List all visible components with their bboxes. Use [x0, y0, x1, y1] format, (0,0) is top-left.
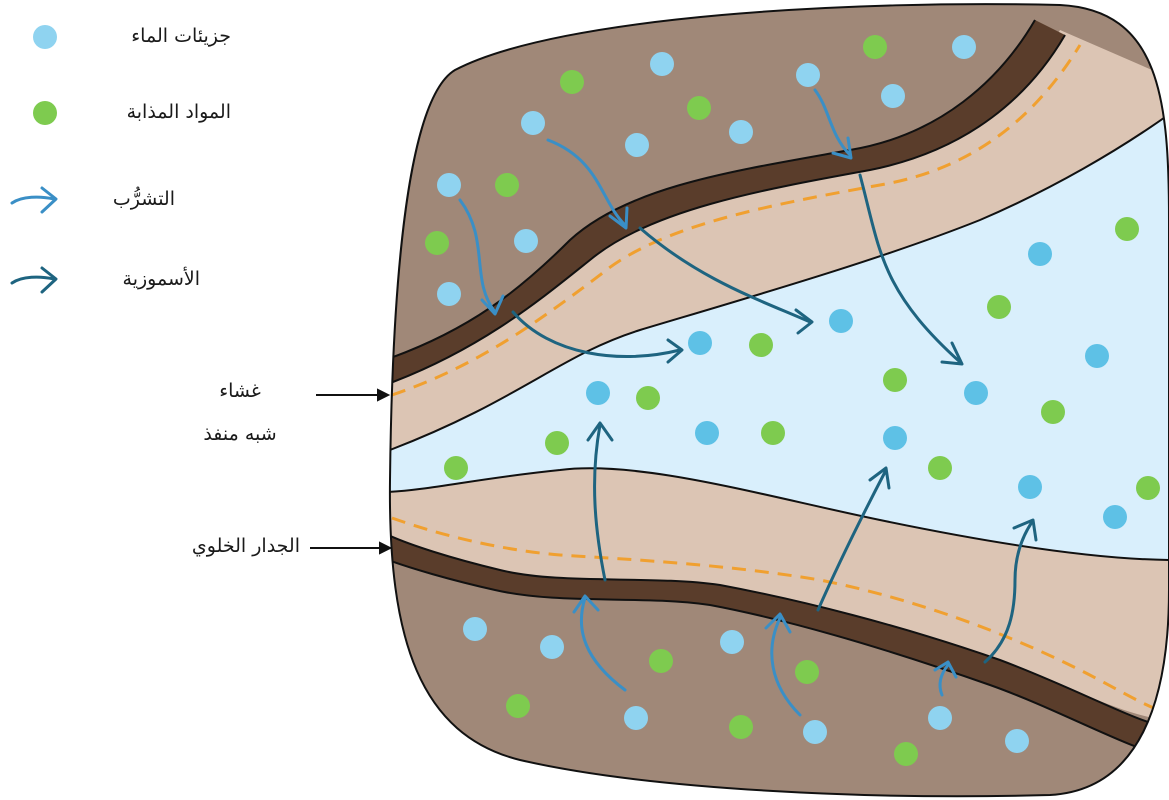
solute-molecule [883, 368, 907, 392]
water-molecule [624, 706, 648, 730]
legend-solutes-label: المواد المذابة [96, 101, 231, 123]
pointer-arrows [310, 390, 390, 553]
water-molecule [1018, 475, 1042, 499]
cell-wall-label: الجدار الخلوي [140, 535, 300, 557]
solute-molecule [495, 173, 519, 197]
solute-molecule [444, 456, 468, 480]
water-molecule [437, 282, 461, 306]
solute-molecule [863, 35, 887, 59]
membrane-label-line1: غشاء [195, 380, 285, 402]
solute-molecule [687, 96, 711, 120]
water-molecule [1028, 242, 1052, 266]
water-molecule [928, 706, 952, 730]
water-molecule [720, 630, 744, 654]
water-molecule [796, 63, 820, 87]
legend-imbibition-label: التشرُّب [60, 188, 175, 210]
water-molecule [695, 421, 719, 445]
water-molecule [463, 617, 487, 641]
water-molecule [1085, 344, 1109, 368]
solute-molecule [1041, 400, 1065, 424]
water-molecule [586, 381, 610, 405]
solute-molecule [987, 295, 1011, 319]
water-molecule [1103, 505, 1127, 529]
solute-legend-icon [33, 101, 57, 125]
water-molecule [437, 173, 461, 197]
water-molecule [803, 720, 827, 744]
legend-osmosis-label: الأسموزية [60, 268, 200, 290]
water-molecule [829, 309, 853, 333]
solute-molecule [425, 231, 449, 255]
water-molecule [521, 111, 545, 135]
solute-molecule [649, 649, 673, 673]
water-molecule [881, 84, 905, 108]
membrane-label-line2: شبه منفذ [185, 423, 295, 445]
water-molecule [1005, 729, 1029, 753]
solute-molecule [795, 660, 819, 684]
solute-molecule [928, 456, 952, 480]
water-molecule [964, 381, 988, 405]
solute-molecule [545, 431, 569, 455]
solute-molecule [894, 742, 918, 766]
osmosis-legend-icon [12, 268, 56, 292]
water-molecule [688, 331, 712, 355]
solute-molecule [560, 70, 584, 94]
solute-molecule [506, 694, 530, 718]
imbibition-legend-icon [12, 188, 56, 212]
solute-molecule [749, 333, 773, 357]
water-molecule [625, 133, 649, 157]
water-molecule-legend-icon [33, 25, 57, 49]
solute-molecule [761, 421, 785, 445]
legend-water-label: جزيئات الماء [96, 25, 231, 47]
water-molecule [650, 52, 674, 76]
water-molecule [514, 229, 538, 253]
water-molecule [883, 426, 907, 450]
solute-molecule [729, 715, 753, 739]
solute-molecule [636, 386, 660, 410]
water-molecule [729, 120, 753, 144]
solute-molecule [1136, 476, 1160, 500]
water-molecule [540, 635, 564, 659]
legend [12, 25, 57, 292]
cell-section [380, 0, 1169, 800]
water-molecule [952, 35, 976, 59]
solute-molecule [1115, 217, 1139, 241]
